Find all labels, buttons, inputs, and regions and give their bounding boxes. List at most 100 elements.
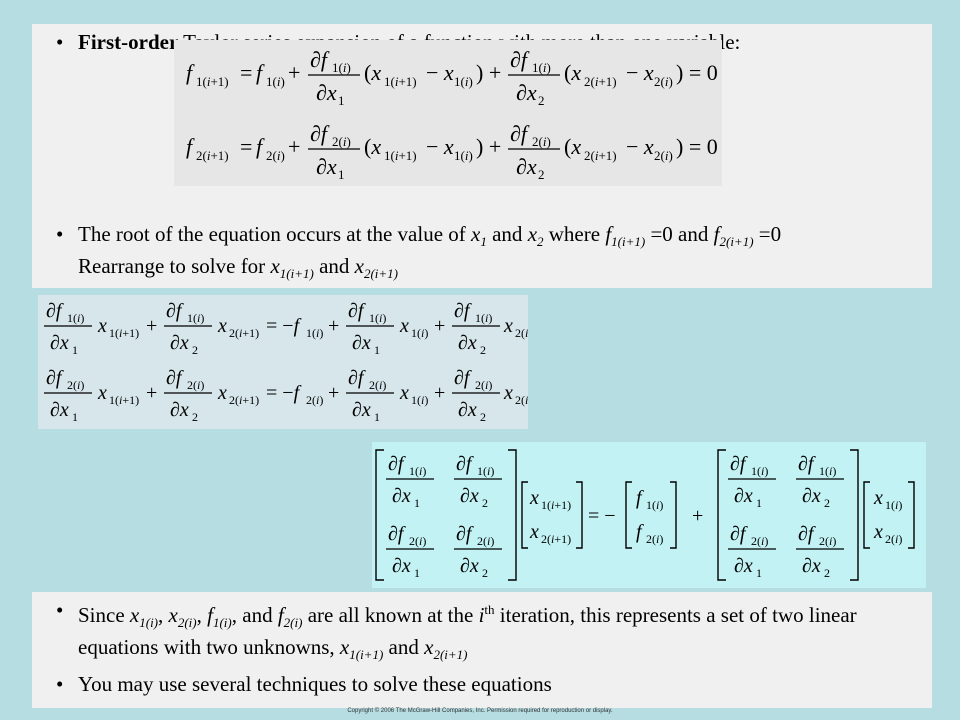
svg-text:∂x: ∂x — [352, 399, 371, 421]
svg-text:∂f: ∂f — [456, 523, 474, 545]
svg-text:1(i): 1(i) — [266, 74, 285, 89]
svg-text:2: 2 — [824, 496, 830, 510]
svg-text:2(i): 2(i) — [266, 148, 285, 163]
svg-text:2(i): 2(i) — [654, 148, 673, 163]
svg-text:2(i+1): 2(i+1) — [229, 393, 259, 407]
svg-text:∂x: ∂x — [316, 80, 337, 105]
svg-text:∂f: ∂f — [310, 121, 330, 146]
svg-text:1: 1 — [338, 93, 345, 108]
svg-text:x: x — [503, 382, 513, 404]
svg-text:+: + — [146, 382, 157, 404]
svg-text:2: 2 — [480, 343, 486, 357]
svg-text:x: x — [399, 315, 409, 337]
svg-text:x: x — [217, 315, 227, 337]
svg-text:f: f — [186, 60, 195, 85]
svg-text:∂x: ∂x — [50, 399, 69, 421]
svg-text:1(i): 1(i) — [187, 311, 204, 325]
svg-text:∂f: ∂f — [310, 47, 330, 72]
svg-text:1(i): 1(i) — [475, 311, 492, 325]
svg-text:2(i+1): 2(i+1) — [196, 148, 229, 163]
bullet-dot: • — [56, 222, 64, 246]
svg-text:∂x: ∂x — [460, 485, 479, 507]
svg-text:2(i): 2(i) — [475, 378, 492, 392]
svg-text:1: 1 — [756, 496, 762, 510]
svg-text:=: = — [240, 60, 252, 85]
svg-text:2(i+1): 2(i+1) — [541, 532, 571, 546]
svg-text:2: 2 — [192, 343, 198, 357]
svg-text:2: 2 — [482, 496, 488, 510]
svg-text:1(i): 1(i) — [306, 326, 323, 340]
svg-text:1(i): 1(i) — [819, 464, 836, 478]
svg-text:2(i): 2(i) — [654, 74, 673, 89]
bullet-dot: • — [56, 30, 64, 54]
svg-text:2(i): 2(i) — [646, 532, 663, 546]
svg-text:∂f: ∂f — [730, 523, 748, 545]
svg-text:∂f: ∂f — [348, 300, 366, 322]
bullet-root-condition: • The root of the equation occurs at the… — [56, 222, 782, 282]
svg-text:1: 1 — [374, 410, 380, 424]
svg-text:1: 1 — [374, 343, 380, 357]
svg-text:1(i): 1(i) — [67, 311, 84, 325]
svg-text:+: + — [328, 315, 339, 337]
svg-text:f: f — [636, 521, 644, 543]
svg-text:1(i): 1(i) — [454, 148, 473, 163]
svg-text:∂x: ∂x — [170, 332, 189, 354]
svg-text:∂f: ∂f — [388, 523, 406, 545]
bottom-text-panel: • Since x1(i), x2(i), f1(i), and f2(i) a… — [32, 592, 932, 708]
svg-text:2(i): 2(i) — [515, 393, 528, 407]
svg-text:− x: − x — [426, 134, 454, 159]
svg-text:∂f: ∂f — [388, 453, 406, 475]
svg-text:∂x: ∂x — [352, 332, 371, 354]
svg-text:2(i): 2(i) — [885, 532, 902, 546]
svg-text:1: 1 — [72, 410, 78, 424]
svg-text:(x: (x — [564, 60, 581, 85]
svg-text:− x: − x — [626, 134, 654, 159]
svg-text:) +: ) + — [476, 134, 501, 159]
svg-text:2(i): 2(i) — [532, 134, 551, 149]
svg-text:∂x: ∂x — [392, 485, 411, 507]
svg-text:= −: = − — [588, 505, 616, 527]
svg-text:∂f: ∂f — [348, 367, 366, 389]
svg-text:) = 0: ) = 0 — [676, 134, 718, 159]
svg-text:2(i): 2(i) — [187, 378, 204, 392]
svg-text:1(i): 1(i) — [454, 74, 473, 89]
svg-text:2: 2 — [480, 410, 486, 424]
svg-text:2: 2 — [482, 566, 488, 580]
svg-text:∂f: ∂f — [510, 121, 530, 146]
svg-text:∂f: ∂f — [454, 300, 472, 322]
svg-text:(x: (x — [564, 134, 581, 159]
svg-text:1(i): 1(i) — [646, 498, 663, 512]
svg-text:1(i+1): 1(i+1) — [384, 148, 417, 163]
svg-text:) = 0: ) = 0 — [676, 60, 718, 85]
svg-text:1(i): 1(i) — [369, 311, 386, 325]
svg-text:2(i): 2(i) — [477, 534, 494, 548]
svg-text:∂x: ∂x — [802, 485, 821, 507]
svg-text:1(i+1): 1(i+1) — [109, 326, 139, 340]
svg-text:2(i): 2(i) — [67, 378, 84, 392]
svg-text:f: f — [636, 487, 644, 509]
bold-first-order: First-order — [78, 30, 179, 54]
svg-text:∂f: ∂f — [798, 453, 816, 475]
svg-text:1: 1 — [756, 566, 762, 580]
svg-text:∂f: ∂f — [454, 367, 472, 389]
svg-text:∂f: ∂f — [166, 300, 184, 322]
svg-text:2(i): 2(i) — [751, 534, 768, 548]
svg-text:∂x: ∂x — [458, 399, 477, 421]
bullet-dot: • — [56, 598, 64, 622]
svg-text:∂x: ∂x — [50, 332, 69, 354]
svg-text:2(i): 2(i) — [369, 378, 386, 392]
svg-text:x: x — [97, 315, 107, 337]
svg-text:∂f: ∂f — [46, 300, 64, 322]
svg-text:x: x — [217, 382, 227, 404]
svg-text:1(i): 1(i) — [332, 60, 351, 75]
svg-text:x: x — [529, 487, 539, 509]
svg-text:1(i+1): 1(i+1) — [196, 74, 229, 89]
svg-text:1: 1 — [72, 343, 78, 357]
svg-text:x: x — [529, 521, 539, 543]
svg-text:+: + — [434, 382, 445, 404]
svg-text:x: x — [873, 487, 883, 509]
svg-text:∂x: ∂x — [516, 80, 537, 105]
